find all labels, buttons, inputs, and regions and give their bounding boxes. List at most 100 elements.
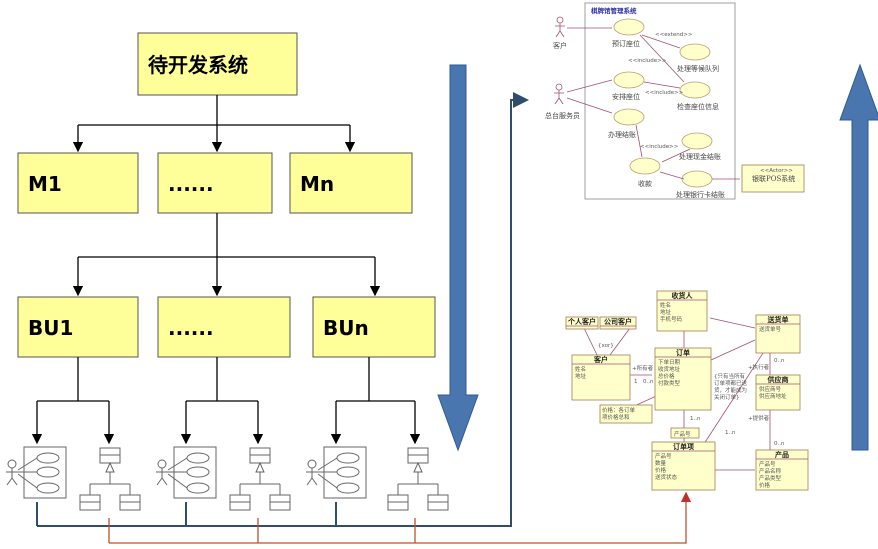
class-hierarchy-icon (229, 447, 291, 511)
class-attribute: 地址 (575, 372, 587, 380)
use-case-label: 处理银行卡结账 (676, 190, 725, 199)
module-box-ellipsis: ...... (157, 152, 273, 214)
multiplicity-label: 0..n (774, 441, 785, 447)
pos-actor-box (741, 164, 805, 193)
bu-icon-group (156, 446, 291, 511)
use-case (681, 170, 713, 188)
class-attribute: 价格 (759, 481, 771, 489)
class-attribute: 数量 (655, 459, 667, 467)
class-hierarchy-icon (387, 447, 449, 511)
root-system-box: 待开发系统 (137, 32, 298, 96)
xor-label: {xor} (598, 343, 614, 349)
class-trace-line (108, 493, 686, 544)
uml-class: 公司客户 (599, 316, 637, 330)
bu-label: ...... (168, 316, 214, 340)
use-case-icon (6, 446, 67, 499)
provider-role-label: +提供者 (748, 414, 770, 422)
use-case-diagram: 棋牌馆管理系统 客户 总台服务员 预订座位 处理等候队列 安排座位 检查座位信息… (545, 2, 805, 200)
pos-actor-stereotype: <<Actor>> (760, 168, 793, 174)
stereotype-label: <<include>> (640, 144, 679, 150)
usecase-trace-line (36, 100, 527, 527)
actor-label: 客户 (553, 41, 567, 50)
class-attribute: 总价格 (658, 372, 675, 380)
stereotype-label: <<include>> (645, 90, 684, 96)
integrate-up-arrow (839, 63, 878, 451)
actor-icon (554, 83, 564, 105)
multiplicity-label: 1 (634, 379, 638, 385)
price-note-text: 价格：各订单项价格总和 (602, 406, 636, 421)
class-name: 产品 (775, 450, 789, 459)
multiplicity-label: 1..n (690, 416, 701, 422)
module-label: M1 (28, 172, 62, 196)
class-attribute: 供应商号 (759, 385, 782, 393)
product-no-label: 产品号 (674, 430, 691, 438)
use-case-label: 检查座位信息 (677, 102, 719, 111)
class-attribute: 姓名 (660, 301, 671, 309)
pos-actor-name: 银联POS系统 (752, 174, 795, 183)
bu-label: BUn (323, 316, 369, 340)
module-label: ...... (168, 172, 214, 196)
actor-icon (555, 16, 565, 38)
bu-box-bu1: BU1 (17, 296, 139, 358)
class-attribute: 地址 (660, 308, 672, 316)
class-attribute: 姓名 (575, 365, 586, 373)
bu-label: BU1 (28, 316, 73, 340)
class-boxes: 收货人姓名地址手机号码个人客户公司客户客户姓名地址订单下单日期收货地址总价格付款… (565, 290, 809, 491)
bu-icons (6, 446, 449, 511)
executor-role-label: +执行者 (748, 363, 770, 371)
class-attribute: 产品号 (759, 460, 776, 468)
product-no-qualifier (670, 427, 700, 439)
class-attribute: 供应商地址 (759, 392, 787, 400)
price-note (599, 404, 653, 424)
module-box-m1: M1 (17, 152, 139, 214)
class-name: 供应商 (767, 375, 789, 384)
use-case-icon (156, 446, 217, 499)
multiplicity-label: 0..n (774, 358, 785, 364)
class-name: 送货单 (767, 315, 789, 324)
refine-down-arrow (437, 64, 479, 452)
class-name: 订单 (676, 348, 690, 357)
class-attribute: 产品名称 (759, 467, 782, 475)
use-case (629, 157, 661, 175)
multiplicity-label: 0..n (643, 379, 654, 385)
class-attribute: 送货状态 (655, 473, 678, 481)
class-hierarchy-icon (79, 447, 141, 511)
bu-box-ellipsis: ...... (157, 296, 291, 358)
owner-role-label: +所有者 (632, 364, 654, 372)
class-attribute: 收货地址 (658, 365, 681, 373)
class-name: 客户 (593, 355, 608, 364)
delivery-note: {只有当所有订单项都已送货，才能成为关闭订单} (714, 372, 748, 401)
use-case-label: 收款 (638, 179, 652, 188)
use-case (613, 71, 645, 89)
use-case-label: 办理结账 (608, 130, 636, 139)
use-case-label: 预订座位 (612, 39, 640, 48)
class-name: 公司客户 (604, 317, 632, 326)
uml-class: 个人客户 (565, 316, 599, 330)
hierarchy-connectors (31, 95, 421, 445)
use-case (613, 108, 645, 126)
class-attribute: 价格 (655, 466, 667, 474)
use-case-label: 处理现金结账 (679, 152, 721, 161)
multiplicity-label: 1..n (725, 430, 736, 436)
class-name: 个人客户 (567, 317, 596, 326)
bu-icon-group (306, 446, 449, 511)
use-case (679, 81, 711, 99)
actor-label: 总台服务员 (545, 111, 580, 120)
stereotype-label: <<extend>> (655, 32, 693, 38)
class-attribute: 产品类型 (759, 474, 782, 482)
module-box-mn: Mn (289, 152, 413, 214)
use-case (613, 18, 645, 36)
system-title: 棋牌馆管理系统 (591, 6, 637, 15)
class-name: 收货人 (672, 291, 694, 300)
use-case-icon (306, 446, 367, 499)
use-case-label: 安排座位 (612, 92, 640, 101)
use-case-label: 处理等候队列 (677, 64, 719, 73)
class-attribute: 下单日期 (658, 358, 681, 366)
